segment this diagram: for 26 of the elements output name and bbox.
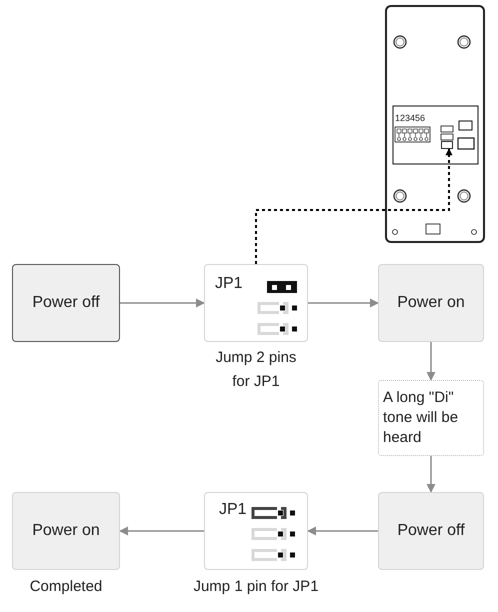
jumper-label: JP1	[215, 275, 243, 293]
jumper-card	[204, 264, 308, 342]
arrow	[120, 298, 205, 308]
arrow	[426, 456, 436, 493]
step-label: Power off	[397, 522, 465, 540]
caption-text: Jump 1 pin for JP1	[192, 577, 320, 597]
jumper-block	[441, 141, 453, 149]
switch-numbers: 123456	[395, 113, 426, 123]
jumper-label: JP1	[219, 501, 247, 519]
arrow	[307, 526, 378, 536]
step-label: Power off	[32, 294, 100, 312]
leader-line	[255, 148, 452, 264]
process-box	[378, 492, 484, 570]
step-label: Power on	[32, 522, 100, 540]
process-box	[12, 264, 120, 342]
caption-text: Completed	[28, 577, 104, 597]
note-text: A long "Di" tone will be heard	[383, 388, 460, 448]
process-box	[378, 264, 484, 342]
arrow	[426, 342, 436, 381]
process-box	[12, 492, 120, 570]
note-box	[378, 380, 484, 456]
arrow	[308, 298, 379, 308]
arrow	[119, 526, 204, 536]
step-label: Power on	[397, 294, 465, 312]
jumper-card	[204, 492, 308, 570]
caption-text: Jump 2 pins for JP1	[214, 348, 298, 392]
